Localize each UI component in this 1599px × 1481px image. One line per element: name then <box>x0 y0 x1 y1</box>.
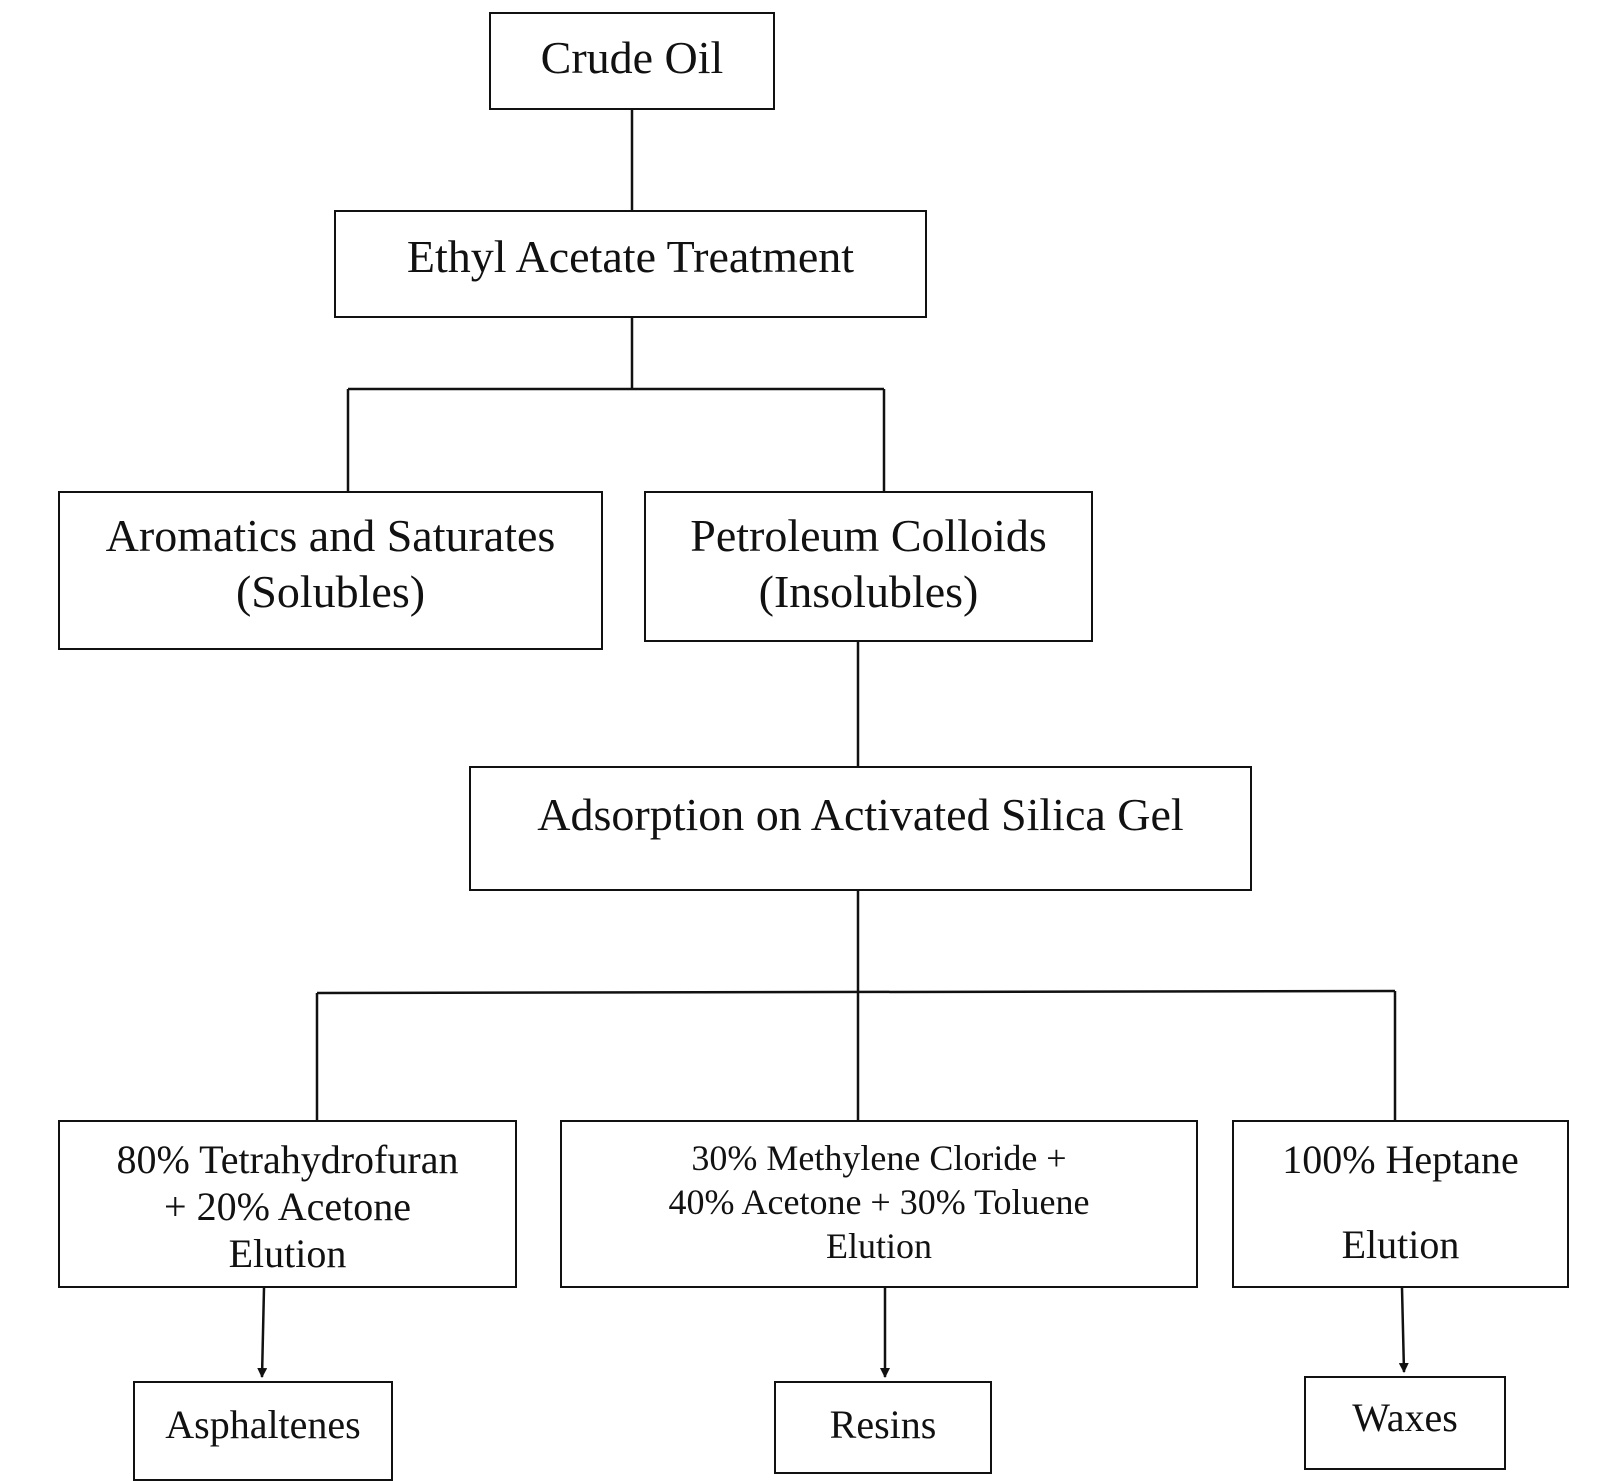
thf-elution-line3: Elution <box>228 1231 347 1276</box>
heptane-elution-line2: Elution <box>1341 1222 1460 1267</box>
thf-elution-line2: + 20% Acetone <box>164 1184 411 1229</box>
ethyl-acetate-label: Ethyl Acetate Treatment <box>406 231 855 282</box>
crude-oil-box: Crude Oil <box>489 12 775 110</box>
arrow-to-waxes <box>1398 1287 1409 1373</box>
solubles-label-line1: Aromatics and Saturates <box>105 510 556 561</box>
asphaltenes-box: Asphaltenes <box>133 1381 393 1481</box>
heptane-elution-line1: 100% Heptane <box>1282 1137 1519 1182</box>
waxes-label: Waxes <box>1352 1395 1458 1440</box>
heptane-elution-box: 100% Heptane Elution <box>1232 1120 1569 1288</box>
mc-elution-line1: 30% Methylene Cloride + <box>691 1138 1067 1178</box>
colloids-label-line1: Petroleum Colloids <box>690 510 1047 561</box>
colloids-label-line2: (Insolubles) <box>758 566 979 617</box>
ethyl-acetate-box: Ethyl Acetate Treatment <box>334 210 927 318</box>
crude-oil-label: Crude Oil <box>540 32 724 83</box>
arrow-to-asphaltenes <box>257 1287 268 1378</box>
adsorption-box: Adsorption on Activated Silica Gel <box>469 766 1252 891</box>
mc-elution-line3: Elution <box>826 1226 932 1266</box>
thf-elution-line1: 80% Tetrahydrofuran <box>116 1137 459 1182</box>
connector-elution-horizontal <box>316 989 1396 995</box>
solubles-box: Aromatics and Saturates (Solubles) <box>58 491 603 650</box>
resins-label: Resins <box>829 1402 937 1447</box>
colloids-box: Petroleum Colloids (Insolubles) <box>644 491 1093 642</box>
thf-elution-box: 80% Tetrahydrofuran + 20% Acetone Elutio… <box>58 1120 517 1288</box>
solubles-label-line2: (Solubles) <box>235 566 426 617</box>
mc-elution-box: 30% Methylene Cloride + 40% Acetone + 30… <box>560 1120 1198 1288</box>
adsorption-label: Adsorption on Activated Silica Gel <box>537 789 1184 840</box>
waxes-box: Waxes <box>1304 1376 1506 1470</box>
resins-box: Resins <box>774 1381 992 1474</box>
mc-elution-line2: 40% Acetone + 30% Toluene <box>668 1182 1090 1222</box>
asphaltenes-label: Asphaltenes <box>165 1402 361 1447</box>
